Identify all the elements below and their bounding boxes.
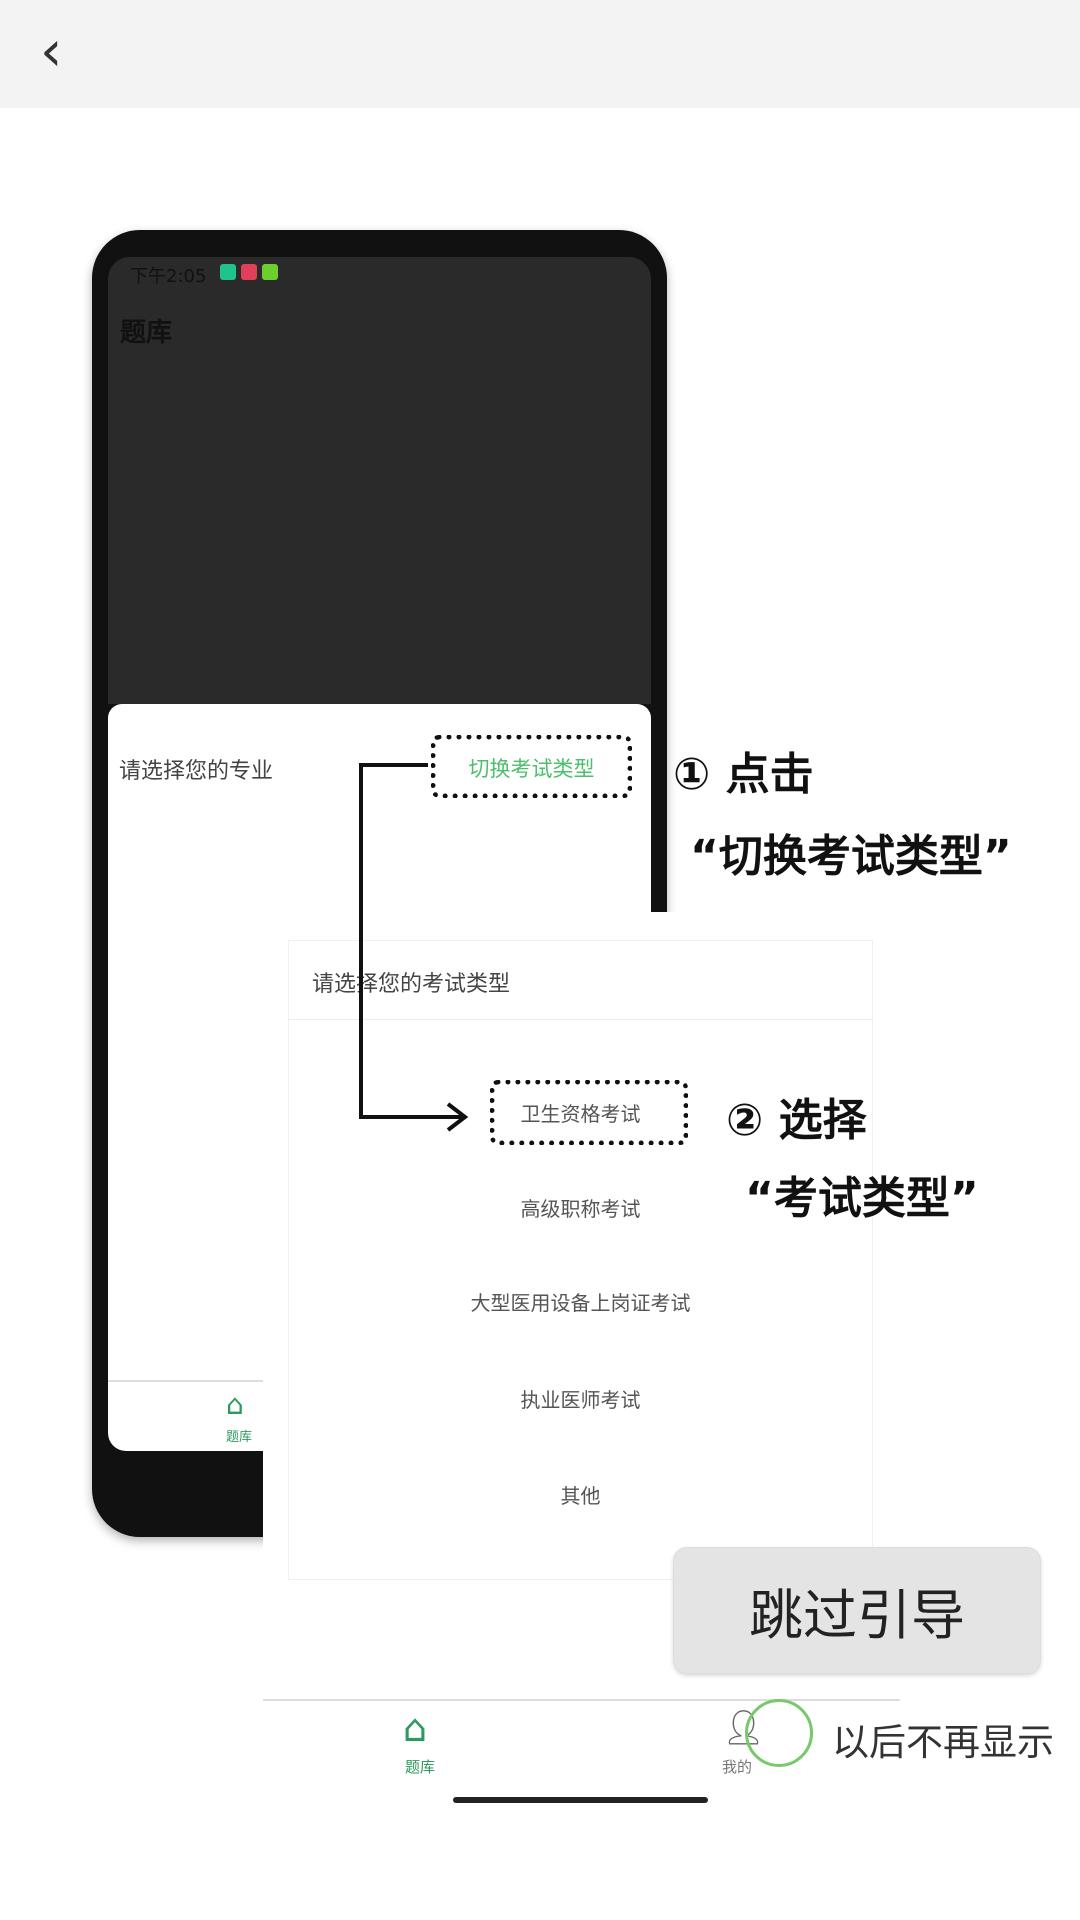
step1-label: ① 点击 xyxy=(673,749,814,800)
status-time: 下午2:05 xyxy=(130,266,207,287)
dialog-divider xyxy=(288,1019,873,1020)
home-icon: ⌂ xyxy=(403,1706,428,1750)
tab-home[interactable]: 题库 xyxy=(405,1758,436,1776)
phone-page-title: 题库 xyxy=(120,318,173,348)
exam-option[interactable]: 卫生资格考试 xyxy=(520,1102,641,1126)
phone-tab-home: 题库 xyxy=(226,1430,253,1445)
exam-option[interactable]: 执业医师考试 xyxy=(520,1388,641,1412)
highlight-box-2 xyxy=(490,1080,688,1145)
dialog-title: 请选择您的考试类型 xyxy=(312,972,511,997)
exam-option[interactable]: 其他 xyxy=(560,1484,601,1508)
exam-type-card xyxy=(288,940,873,1580)
home-icon: ⌂ xyxy=(226,1388,244,1421)
major-prompt: 请选择您的专业 xyxy=(119,759,274,784)
notification-icons xyxy=(220,264,279,284)
home-indicator xyxy=(453,1797,708,1803)
phone-screen xyxy=(108,257,651,704)
skip-guide-button[interactable]: 跳过引导 xyxy=(673,1547,1041,1674)
dont-show-again-checkbox[interactable] xyxy=(745,1699,813,1767)
tabbar-divider xyxy=(263,1699,900,1701)
switch-exam-type-link[interactable]: 切换考试类型 xyxy=(468,757,595,781)
step1-target: “切换考试类型” xyxy=(690,831,1012,882)
chevron-left-icon[interactable]: ‹ xyxy=(40,19,63,84)
top-bar xyxy=(0,0,1080,108)
dont-show-again-label[interactable]: 以后不再显示 xyxy=(832,1721,1054,1764)
highlight-box-1 xyxy=(431,735,632,798)
tab-mine[interactable]: 我的 xyxy=(722,1758,753,1776)
step2-label: ② 选择 xyxy=(726,1095,867,1146)
exam-option[interactable]: 高级职称考试 xyxy=(520,1197,641,1221)
exam-option[interactable]: 大型医用设备上岗证考试 xyxy=(470,1291,691,1315)
step2-target: “考试类型” xyxy=(745,1173,979,1224)
